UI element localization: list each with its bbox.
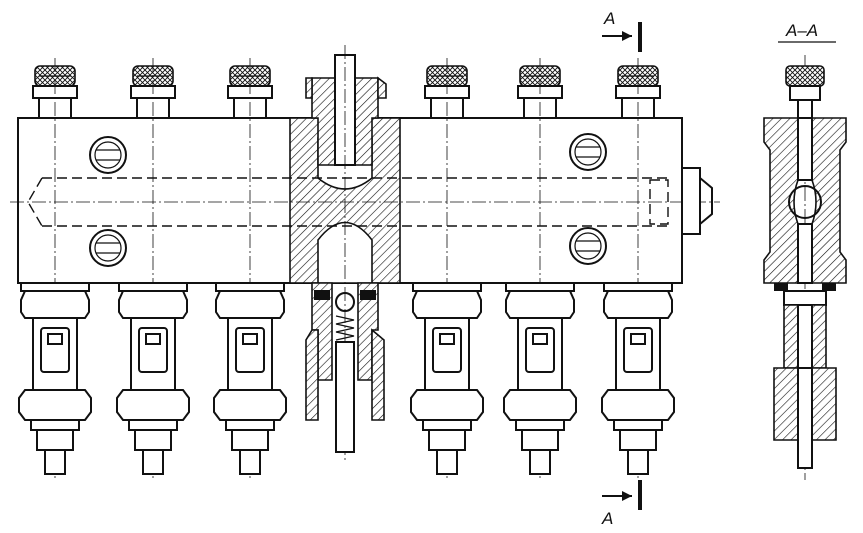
- section-cap-nut: [789, 85, 821, 101]
- section-seal-right: [822, 283, 836, 291]
- bottom-valves: [18, 282, 675, 475]
- section-nut: [783, 290, 827, 306]
- top-cap: [517, 58, 563, 478]
- screw-top-right: [569, 133, 607, 171]
- top-cap: [32, 58, 78, 478]
- screw-bottom-left: [89, 229, 127, 267]
- top-cap: [424, 58, 470, 478]
- valve-assembly: [213, 282, 287, 475]
- section-lower-nut-left: [773, 367, 799, 441]
- mounting-screws: [89, 133, 607, 267]
- channel-drill-point: [27, 177, 43, 227]
- top-cap: [615, 58, 661, 478]
- section-sleeve-right: [811, 304, 827, 369]
- section-lower-nut-right: [811, 367, 837, 441]
- valve-assembly: [503, 282, 577, 475]
- section-letter-bottom: A: [601, 509, 613, 528]
- main-view: [10, 45, 720, 478]
- section-upper-stem: [797, 117, 813, 181]
- sectioned-bottom-fitting: [305, 282, 385, 453]
- valve-assembly: [601, 282, 675, 475]
- valve-assembly: [18, 282, 92, 475]
- top-cap: [227, 58, 273, 478]
- section-outlet-pipe: [797, 367, 813, 469]
- valve-assembly: [116, 282, 190, 475]
- section-marker-top: A: [602, 9, 642, 52]
- screw-top-left: [89, 136, 127, 174]
- section-sleeve-left: [783, 304, 799, 369]
- top-caps: [32, 58, 661, 478]
- section-body-right: [811, 117, 847, 284]
- top-cap: [130, 58, 176, 478]
- section-marker-bottom: A: [601, 480, 642, 528]
- end-plug: [649, 167, 713, 235]
- section-view-title: A–A: [785, 21, 818, 40]
- section-cap-stem: [797, 99, 813, 119]
- section-ball: [788, 185, 822, 219]
- valve-assembly: [410, 282, 484, 475]
- screw-bottom-right: [569, 227, 607, 265]
- section-view-a-a: A–A: [763, 21, 847, 480]
- section-letter-top: A: [603, 9, 615, 28]
- section-knurled-cap: [785, 65, 825, 87]
- section-seal-left: [774, 283, 788, 291]
- section-body-left: [763, 117, 799, 284]
- section-sight-tube: [797, 304, 813, 369]
- section-lower-stem: [797, 223, 813, 284]
- sectioned-top-fitting: [305, 45, 387, 460]
